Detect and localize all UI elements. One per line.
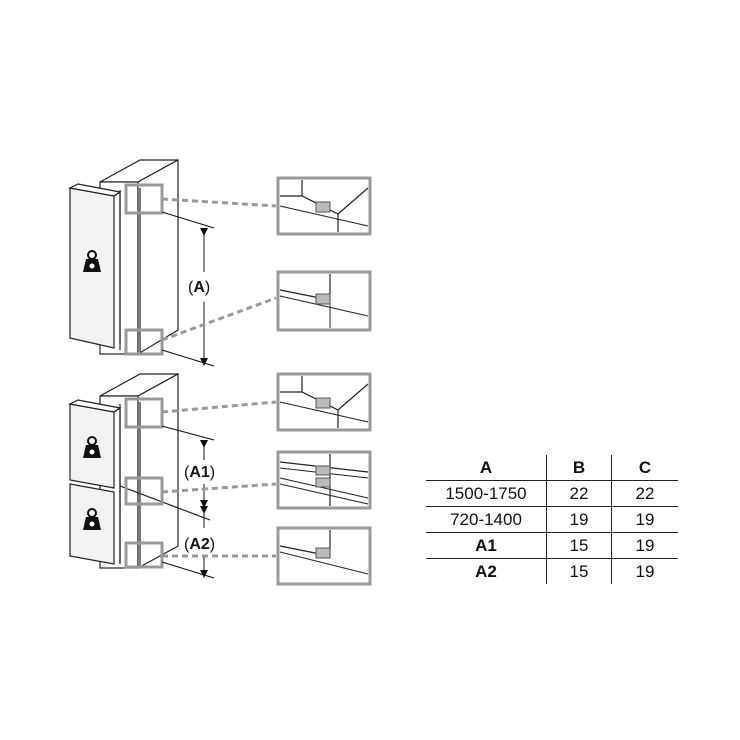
detail-view-2 (276, 270, 372, 332)
cell-a: A2 (475, 561, 497, 581)
cell-a: A1 (426, 532, 547, 559)
detail-view-4 (276, 450, 372, 510)
cell-b: 22 (546, 480, 612, 507)
cell-b: 15 (546, 558, 612, 584)
dimension-a1-a2 (161, 425, 215, 579)
cell-c: 19 (611, 532, 678, 559)
weight-icon (83, 250, 101, 272)
table-row: 1500-1750 22 22 (426, 480, 678, 507)
detail-view-5 (276, 526, 372, 586)
dimensions-table: A B C 1500-1750 22 22 720-1400 19 19 A1 … (426, 455, 678, 584)
header-c: C (611, 455, 678, 481)
dimension-a-label: (A) (188, 279, 210, 296)
header-a: A (426, 455, 547, 481)
cell-a: 720-1400 (426, 506, 547, 533)
header-b: B (546, 455, 612, 481)
detail-marker-top-2 (124, 397, 164, 429)
dimension-a1-label: (A1) (184, 464, 215, 481)
table-row: A2 15 19 (426, 558, 678, 584)
cell-c: 19 (611, 506, 678, 533)
cell-b: 19 (546, 506, 612, 533)
table-row: 720-1400 19 19 (426, 506, 678, 533)
dimension-a (161, 211, 215, 367)
table-header-row: A B C (426, 455, 678, 481)
dashed-leaders-top (161, 197, 277, 342)
detail-view-1 (276, 176, 372, 236)
weight-icon (83, 436, 101, 458)
dashed-leaders-bottom (161, 400, 277, 558)
detail-view-3 (276, 372, 372, 432)
cell-c: 19 (611, 558, 678, 584)
cell-c: 22 (611, 480, 678, 507)
weight-icon (83, 508, 101, 530)
detail-marker-bottom (124, 328, 164, 356)
dimension-a2-label: (A2) (184, 536, 215, 553)
cell-b: 15 (546, 532, 612, 559)
cell-a: 1500-1750 (426, 480, 547, 507)
table-row: A1 15 19 (426, 532, 678, 559)
